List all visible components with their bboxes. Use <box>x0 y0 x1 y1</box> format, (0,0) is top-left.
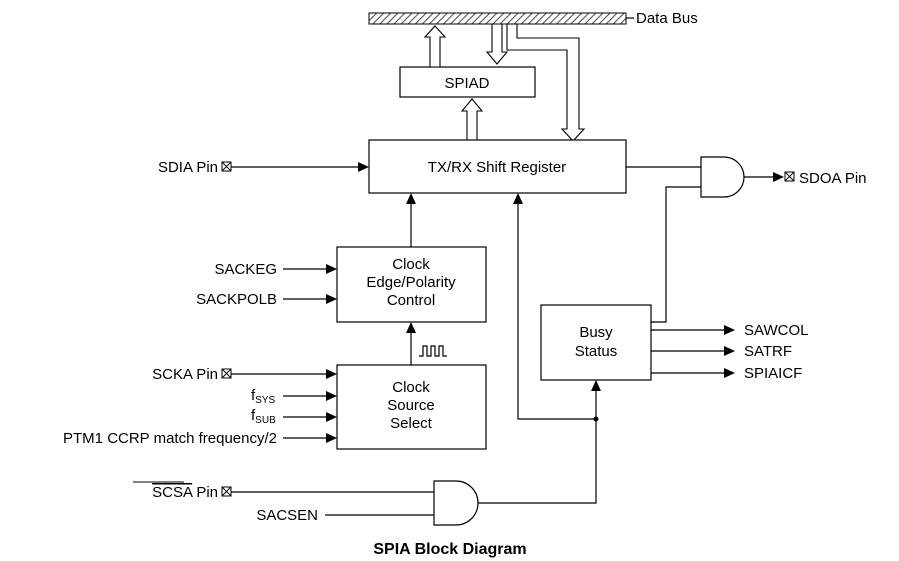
busy-to-gate-wire <box>651 186 701 323</box>
clock-source-line3: Select <box>390 415 433 432</box>
clock-pulse-icon <box>419 345 447 357</box>
ptm1-label: PTM1 CCRP match frequency/2 <box>63 430 277 447</box>
scka-arrowhead <box>326 369 337 379</box>
clock-edge-line1: Clock <box>392 256 430 273</box>
sdoa-and-gate <box>700 156 745 198</box>
data-bus <box>368 12 627 25</box>
sackpolb-arrowhead <box>326 294 337 304</box>
source-to-edge-arrowhead <box>406 322 416 333</box>
data-bus-label: Data Bus <box>636 10 698 27</box>
sackeg-arrowhead <box>326 264 337 274</box>
clock-source-line1: Clock <box>392 379 430 396</box>
sacsen-label: SACSEN <box>256 507 318 524</box>
busy-status-line2: Status <box>575 343 618 360</box>
spiad-to-bus-arrow <box>423 25 447 68</box>
scka-pin-icon <box>221 368 232 379</box>
enable-wire <box>478 390 597 504</box>
diagram-caption: SPIA Block Diagram <box>373 541 526 558</box>
sawcol-arrowhead <box>724 325 735 335</box>
fsub-arrowhead <box>326 412 337 422</box>
enable-to-shift-wire <box>517 203 596 420</box>
fsys-arrowhead <box>326 391 337 401</box>
bus-to-shift-register-arrow <box>506 23 586 142</box>
fsys-label: fSYS <box>251 387 276 406</box>
bus-to-spiad-arrow <box>485 23 509 65</box>
spiad-block <box>399 66 536 98</box>
scsa-and-gate <box>433 480 479 526</box>
sdoa-arrowhead <box>773 172 784 182</box>
clock-edge-line3: Control <box>387 292 435 309</box>
enable-to-busy-arrowhead <box>591 380 601 391</box>
clock-source-line2: Source <box>387 397 435 414</box>
spiaicf-arrowhead <box>724 368 735 378</box>
sdoa-pin-icon <box>784 171 795 182</box>
sdia-pin-icon <box>221 161 232 172</box>
clock-to-shift-arrowhead <box>406 193 416 204</box>
scka-pin-label: SCKA Pin <box>152 366 218 383</box>
clock-edge-line2: Edge/Polarity <box>366 274 456 291</box>
scsa-pin-icon <box>221 486 232 497</box>
enable-to-shift-arrowhead <box>513 193 523 204</box>
sdia-arrowhead <box>358 162 369 172</box>
shift-register-to-spiad-arrow <box>460 98 484 141</box>
ptm1-arrowhead <box>326 433 337 443</box>
sackpolb-label: SACKPOLB <box>196 291 277 308</box>
fsub-label: fSUB <box>251 407 276 426</box>
satrf-arrowhead <box>724 346 735 356</box>
busy-status-line1: Busy <box>579 324 613 341</box>
spiad-label: SPIAD <box>444 75 489 92</box>
shift-register-label: TX/RX Shift Register <box>428 159 566 176</box>
spiaicf-label: SPIAICF <box>744 365 802 382</box>
sdia-pin-label: SDIA Pin <box>158 159 218 176</box>
sawcol-label: SAWCOL <box>744 322 808 339</box>
sackeg-label: SACKEG <box>214 261 277 278</box>
scsa-pin-label: SCSA Pin <box>152 484 218 501</box>
satrf-label: SATRF <box>744 343 792 360</box>
sdoa-pin-label: SDOA Pin <box>799 170 867 187</box>
